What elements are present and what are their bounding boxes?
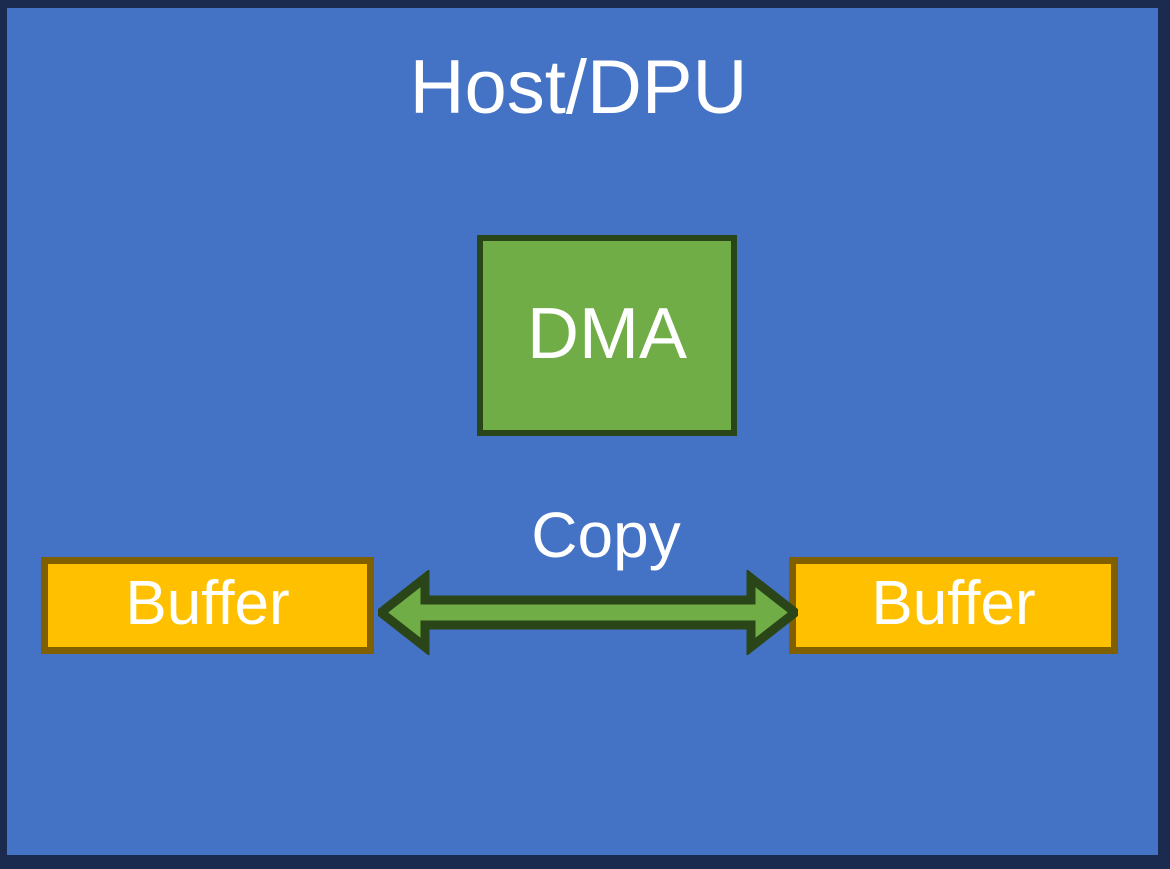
host-dpu-container: Host/DPU DMA Copy Buffer Buffer xyxy=(7,8,1158,855)
copy-bidirectional-arrow-icon xyxy=(378,570,798,655)
copy-edge-label: Copy xyxy=(531,499,681,571)
dma-node[interactable]: DMA xyxy=(477,235,737,436)
buffer-right-label: Buffer xyxy=(871,568,1036,638)
buffer-right-node[interactable]: Buffer xyxy=(789,557,1118,654)
page-title: Host/DPU xyxy=(409,45,748,130)
buffer-left-label: Buffer xyxy=(125,568,290,638)
buffer-left-node[interactable]: Buffer xyxy=(41,557,374,654)
dma-node-label: DMA xyxy=(527,293,687,374)
